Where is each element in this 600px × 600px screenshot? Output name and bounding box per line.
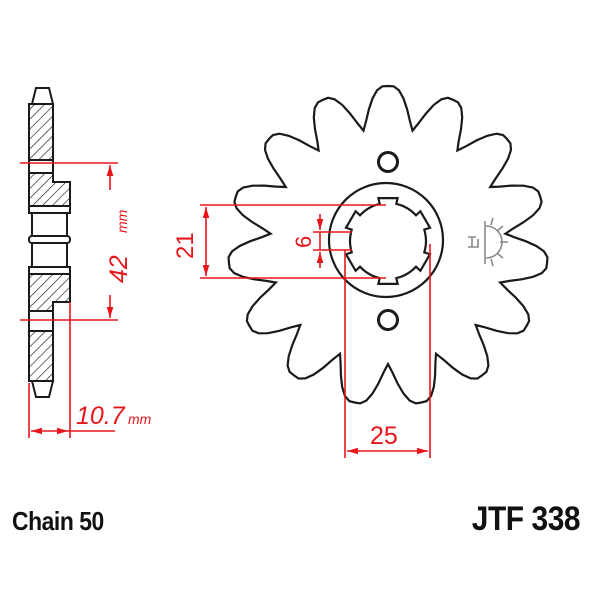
side-gap-bottom <box>28 310 54 332</box>
bolt-hole-bottom <box>377 309 399 331</box>
chain-size-label: Chain 50 <box>12 506 104 536</box>
side-plate-top <box>28 103 54 161</box>
side-bore-band <box>31 212 68 237</box>
side-plate-bottom <box>28 330 54 382</box>
side-view <box>28 87 71 398</box>
jt-sun-logo-icon <box>468 217 508 267</box>
side-bore-band <box>31 242 68 268</box>
side-dimensions <box>20 162 118 438</box>
side-tooth-tip-top <box>30 87 55 105</box>
side-hub-upper <box>28 172 71 207</box>
side-hub-lower <box>28 273 71 312</box>
side-bore-band <box>28 205 71 214</box>
spline-bore <box>344 197 432 285</box>
hub-height-unit: mm <box>114 209 130 233</box>
spline-diameter-dim: 25 <box>370 422 398 450</box>
spline-width-dim: 21 <box>172 232 199 259</box>
hub-circle <box>327 181 445 299</box>
side-bore-band <box>28 235 71 244</box>
thickness-value: 10.7 <box>76 402 126 430</box>
front-view <box>227 84 549 405</box>
side-tooth-tip-bottom <box>30 380 55 398</box>
side-bore-band <box>28 266 71 275</box>
thickness-unit: mm <box>128 411 152 427</box>
side-gap-top <box>28 159 54 174</box>
spline-tooth-dim: 6 <box>291 236 316 248</box>
front-dimensions <box>200 204 431 458</box>
part-number-label: JTF 338 <box>471 500 581 538</box>
bolt-hole-top <box>377 151 399 173</box>
hub-height-value: 42 <box>105 255 133 283</box>
